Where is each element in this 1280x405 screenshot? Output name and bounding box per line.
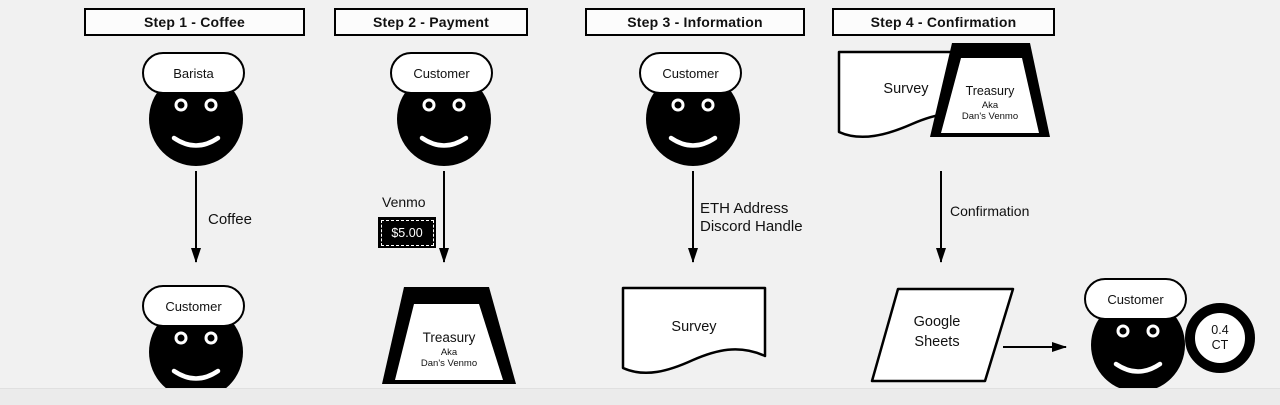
- step4-header: Step 4 - Confirmation: [832, 8, 1055, 36]
- coffee-token-coin: 0.4 CT: [1185, 303, 1255, 373]
- treasury-alias: Dan's Venmo: [961, 111, 1019, 122]
- treasury-aka: Aka: [440, 346, 458, 358]
- step1-header: Step 1 - Coffee: [84, 8, 305, 36]
- treasury-name: Treasury: [965, 84, 1015, 98]
- payment-amount: $5.00: [380, 219, 434, 246]
- treasury-text: Treasury Aka Dan's Venmo: [928, 85, 1052, 122]
- coin-unit: CT: [1211, 338, 1229, 352]
- treasury-aka: Aka: [981, 99, 999, 111]
- venmo-payment-stamp: $5.00: [378, 217, 436, 248]
- smiley-face-icon: [149, 305, 243, 399]
- google-sheets-label: Google Sheets: [870, 312, 1004, 352]
- sheets-line1: Google: [913, 314, 961, 330]
- survey-label: Survey: [671, 319, 717, 335]
- treasury-funnel-step2: Treasury Aka Dan's Venmo: [378, 283, 520, 391]
- barista-figure: Barista: [141, 52, 251, 168]
- coin-value: 0.4: [1211, 323, 1229, 337]
- info-line-eth: ETH Address: [700, 200, 789, 217]
- smiley-face-icon: [397, 72, 491, 166]
- canvas-footer-strip: [0, 388, 1280, 405]
- information-arrow-label: ETH Address Discord Handle: [700, 200, 803, 236]
- coffee-arrow-label: Coffee: [208, 211, 252, 228]
- sheets-line2: Sheets: [914, 334, 960, 350]
- actor-hat-label: Customer: [390, 52, 493, 94]
- customer-figure-step4: Customer: [1083, 278, 1193, 394]
- actor-hat-label: Customer: [639, 52, 742, 94]
- smiley-face-icon: [646, 72, 740, 166]
- customer-figure-step1: Customer: [141, 285, 251, 401]
- step3-header: Step 3 - Information: [585, 8, 805, 36]
- treasury-text: Treasury Aka Dan's Venmo: [378, 331, 520, 369]
- document-icon: [621, 286, 767, 375]
- survey-label: Survey: [883, 81, 929, 97]
- treasury-name: Treasury: [422, 330, 476, 345]
- actor-hat-label: Barista: [142, 52, 245, 94]
- confirmation-arrow-label: Confirmation: [950, 203, 1030, 219]
- treasury-funnel-step4: Treasury Aka Dan's Venmo: [928, 40, 1052, 144]
- parallelogram-icon: [870, 287, 1015, 383]
- smiley-face-icon: [149, 72, 243, 166]
- survey-document-step3: Survey: [621, 286, 767, 389]
- customer-figure-step2: Customer: [389, 52, 499, 168]
- treasury-alias: Dan's Venmo: [420, 358, 478, 369]
- actor-hat-label: Customer: [142, 285, 245, 327]
- info-line-discord: Discord Handle: [700, 218, 803, 235]
- venmo-label: Venmo: [382, 194, 426, 210]
- smiley-face-icon: [1091, 298, 1185, 392]
- trapezoid-icon: [930, 43, 1050, 137]
- customer-figure-step3: Customer: [638, 52, 748, 168]
- google-sheets-parallelogram: Google Sheets: [870, 286, 1016, 389]
- actor-hat-label: Customer: [1084, 278, 1187, 320]
- step2-header: Step 2 - Payment: [334, 8, 528, 36]
- trapezoid-icon: [382, 287, 516, 384]
